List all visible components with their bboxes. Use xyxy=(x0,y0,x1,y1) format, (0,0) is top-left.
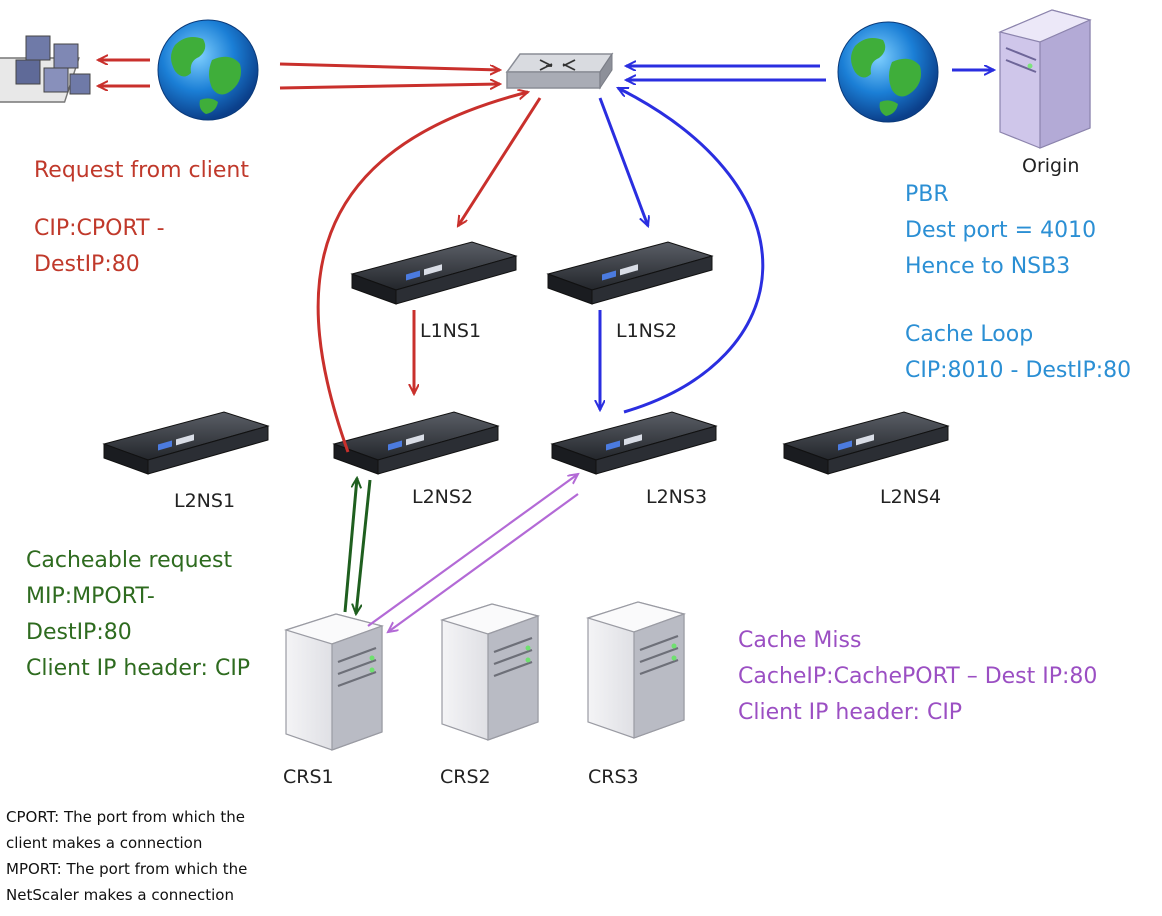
crs1-label: CRS1 xyxy=(283,766,334,788)
purple-cache-miss-flow xyxy=(367,474,578,632)
l2ns4-label: L2NS4 xyxy=(880,486,942,508)
server-icon xyxy=(998,9,1092,149)
footnote-line2: client makes a connection xyxy=(6,834,203,852)
l1ns1-label: L1NS1 xyxy=(420,320,482,342)
l2ns2-label: L2NS2 xyxy=(412,486,474,508)
blue-pbr-flow xyxy=(600,66,994,414)
netscaler-appliance-icon xyxy=(550,411,718,475)
l2ns3-label: L2NS3 xyxy=(646,486,708,508)
cacheable-annotation-line1: Cacheable request xyxy=(26,548,233,573)
server-icon xyxy=(439,603,541,741)
cache-loop-annotation-line2: CIP:8010 - DestIP:80 xyxy=(905,358,1132,383)
router-icon xyxy=(505,52,614,90)
footnote-line1: CPORT: The port from which the xyxy=(6,808,245,826)
cacheable-annotation-line4: Client IP header: CIP xyxy=(26,656,251,681)
pbr-annotation-line3: Hence to NSB3 xyxy=(905,254,1071,279)
footnote: CPORT: The port from which the client ma… xyxy=(6,804,247,908)
cacheable-annotation-line3: DestIP:80 xyxy=(26,620,132,645)
crs3-label: CRS3 xyxy=(588,766,639,788)
l2ns1-label: L2NS1 xyxy=(174,490,236,512)
cache-miss-annotation-line1: Cache Miss xyxy=(738,628,862,653)
green-cacheable-flow xyxy=(343,478,372,614)
globe-icon xyxy=(157,19,259,121)
pbr-annotation-line1: PBR xyxy=(905,182,949,207)
pbr-annotation-line2: Dest port = 4010 xyxy=(905,218,1097,243)
request-annotation-line2: DestIP:80 xyxy=(34,252,140,277)
cache-miss-annotation-line2: CacheIP:CachePORT – Dest IP:80 xyxy=(738,664,1098,689)
cache-miss-annotation-line3: Client IP header: CIP xyxy=(738,700,963,725)
server-icon xyxy=(283,613,385,751)
netscaler-appliance-icon xyxy=(546,241,714,305)
netscaler-appliance-icon xyxy=(350,241,518,305)
netscaler-appliance-icon xyxy=(782,411,950,475)
netscaler-appliance-icon xyxy=(102,411,270,475)
origin-label: Origin xyxy=(1022,155,1080,177)
footnote-line3: MPORT: The port from which the xyxy=(6,860,248,878)
client-computers-icon xyxy=(0,35,91,103)
netscaler-appliance-icon xyxy=(332,411,500,475)
cache-loop-annotation-line1: Cache Loop xyxy=(905,322,1034,347)
server-icon xyxy=(585,601,687,739)
crs2-label: CRS2 xyxy=(440,766,491,788)
request-annotation-title: Request from client xyxy=(34,158,249,183)
l1ns2-label: L1NS2 xyxy=(616,320,678,342)
cacheable-annotation-line2: MIP:MPORT- xyxy=(26,584,155,609)
request-annotation-line1: CIP:CPORT - xyxy=(34,216,165,241)
globe-icon xyxy=(837,21,939,123)
red-request-flow xyxy=(98,60,542,453)
footnote-line4: NetScaler makes a connection xyxy=(6,886,234,904)
